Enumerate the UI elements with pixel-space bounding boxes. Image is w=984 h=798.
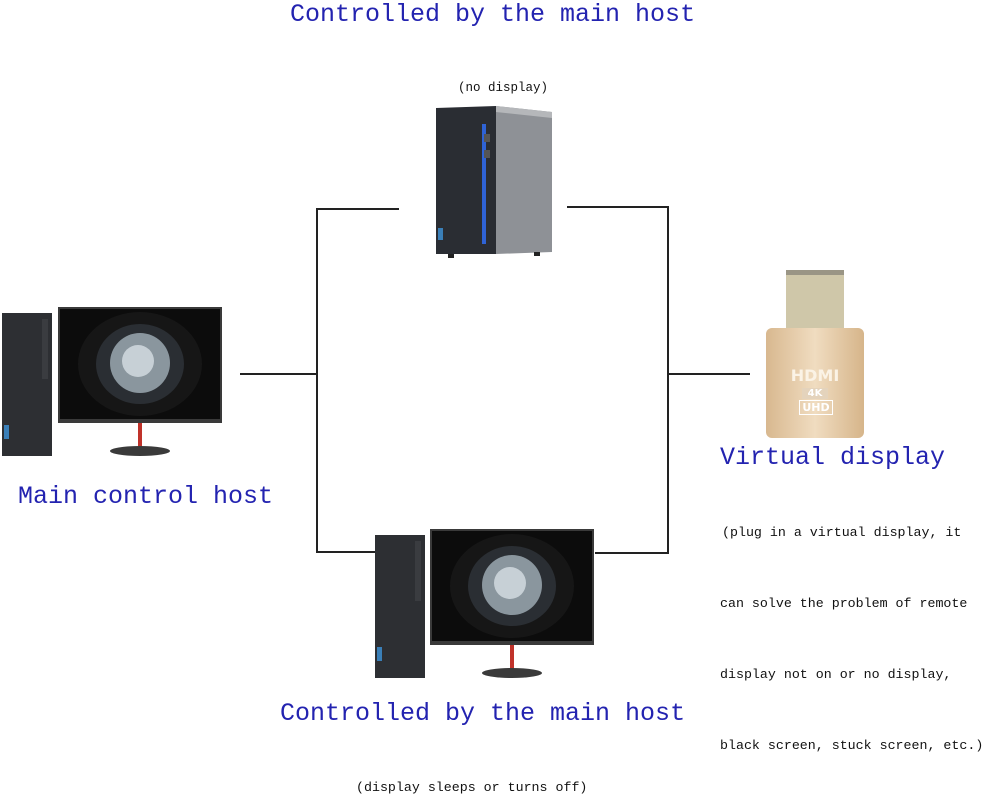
connector-line [595,552,669,554]
top-host-note: (no display) [458,81,549,95]
main-host-title: Main control host [18,482,274,511]
connector-line [316,208,399,210]
connector-line [316,208,318,553]
controlled-host-pc-icon [375,529,594,678]
connector-line [567,206,669,208]
hdmi-uhd-badge: UHD [799,400,833,415]
virtual-display-title: Virtual display [720,443,946,472]
bottom-host-note: (display sleeps or turns off) [356,780,588,795]
connector-line [316,551,376,553]
virtual-display-note-2: can solve the problem of remote [720,596,968,611]
virtual-display-note-1: (plug in a virtual display, it [722,525,962,540]
hdmi-logo: HDMI [790,366,840,385]
virtual-display-note-3: display not on or no display, [720,667,952,682]
hdmi-4k-badge: 4K [802,388,828,399]
bottom-host-title: Controlled by the main host [280,699,686,728]
connector-line [240,373,317,375]
virtual-display-note-4: black screen, stuck screen, etc.) [720,738,984,753]
top-host-title: Controlled by the main host [290,0,696,29]
connector-line [668,373,750,375]
tower-pc-icon [436,106,552,258]
connector-line [667,206,669,554]
main-host-pc-icon [2,307,222,456]
hdmi-dummy-plug-icon: HDMI 4K UHD [762,266,868,442]
